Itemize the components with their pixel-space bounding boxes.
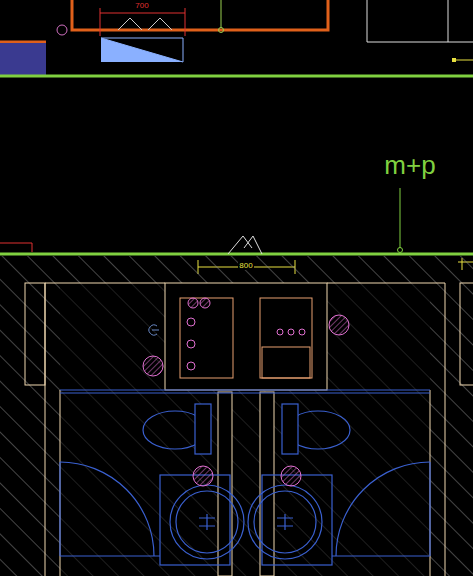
- hatching: [0, 256, 473, 576]
- pipe-symbol: [193, 466, 213, 486]
- walls: [25, 283, 473, 576]
- toilet-fixtures: [60, 390, 430, 565]
- service-label: m+p: [383, 152, 436, 178]
- wall-line: [0, 253, 473, 256]
- pipe-symbol: [281, 466, 301, 486]
- wall-line: [0, 75, 473, 78]
- service-shaft: [143, 298, 349, 378]
- dimension-text: 700: [134, 2, 149, 10]
- dimension-text: 800: [238, 262, 253, 270]
- upper-room: [0, 0, 473, 76]
